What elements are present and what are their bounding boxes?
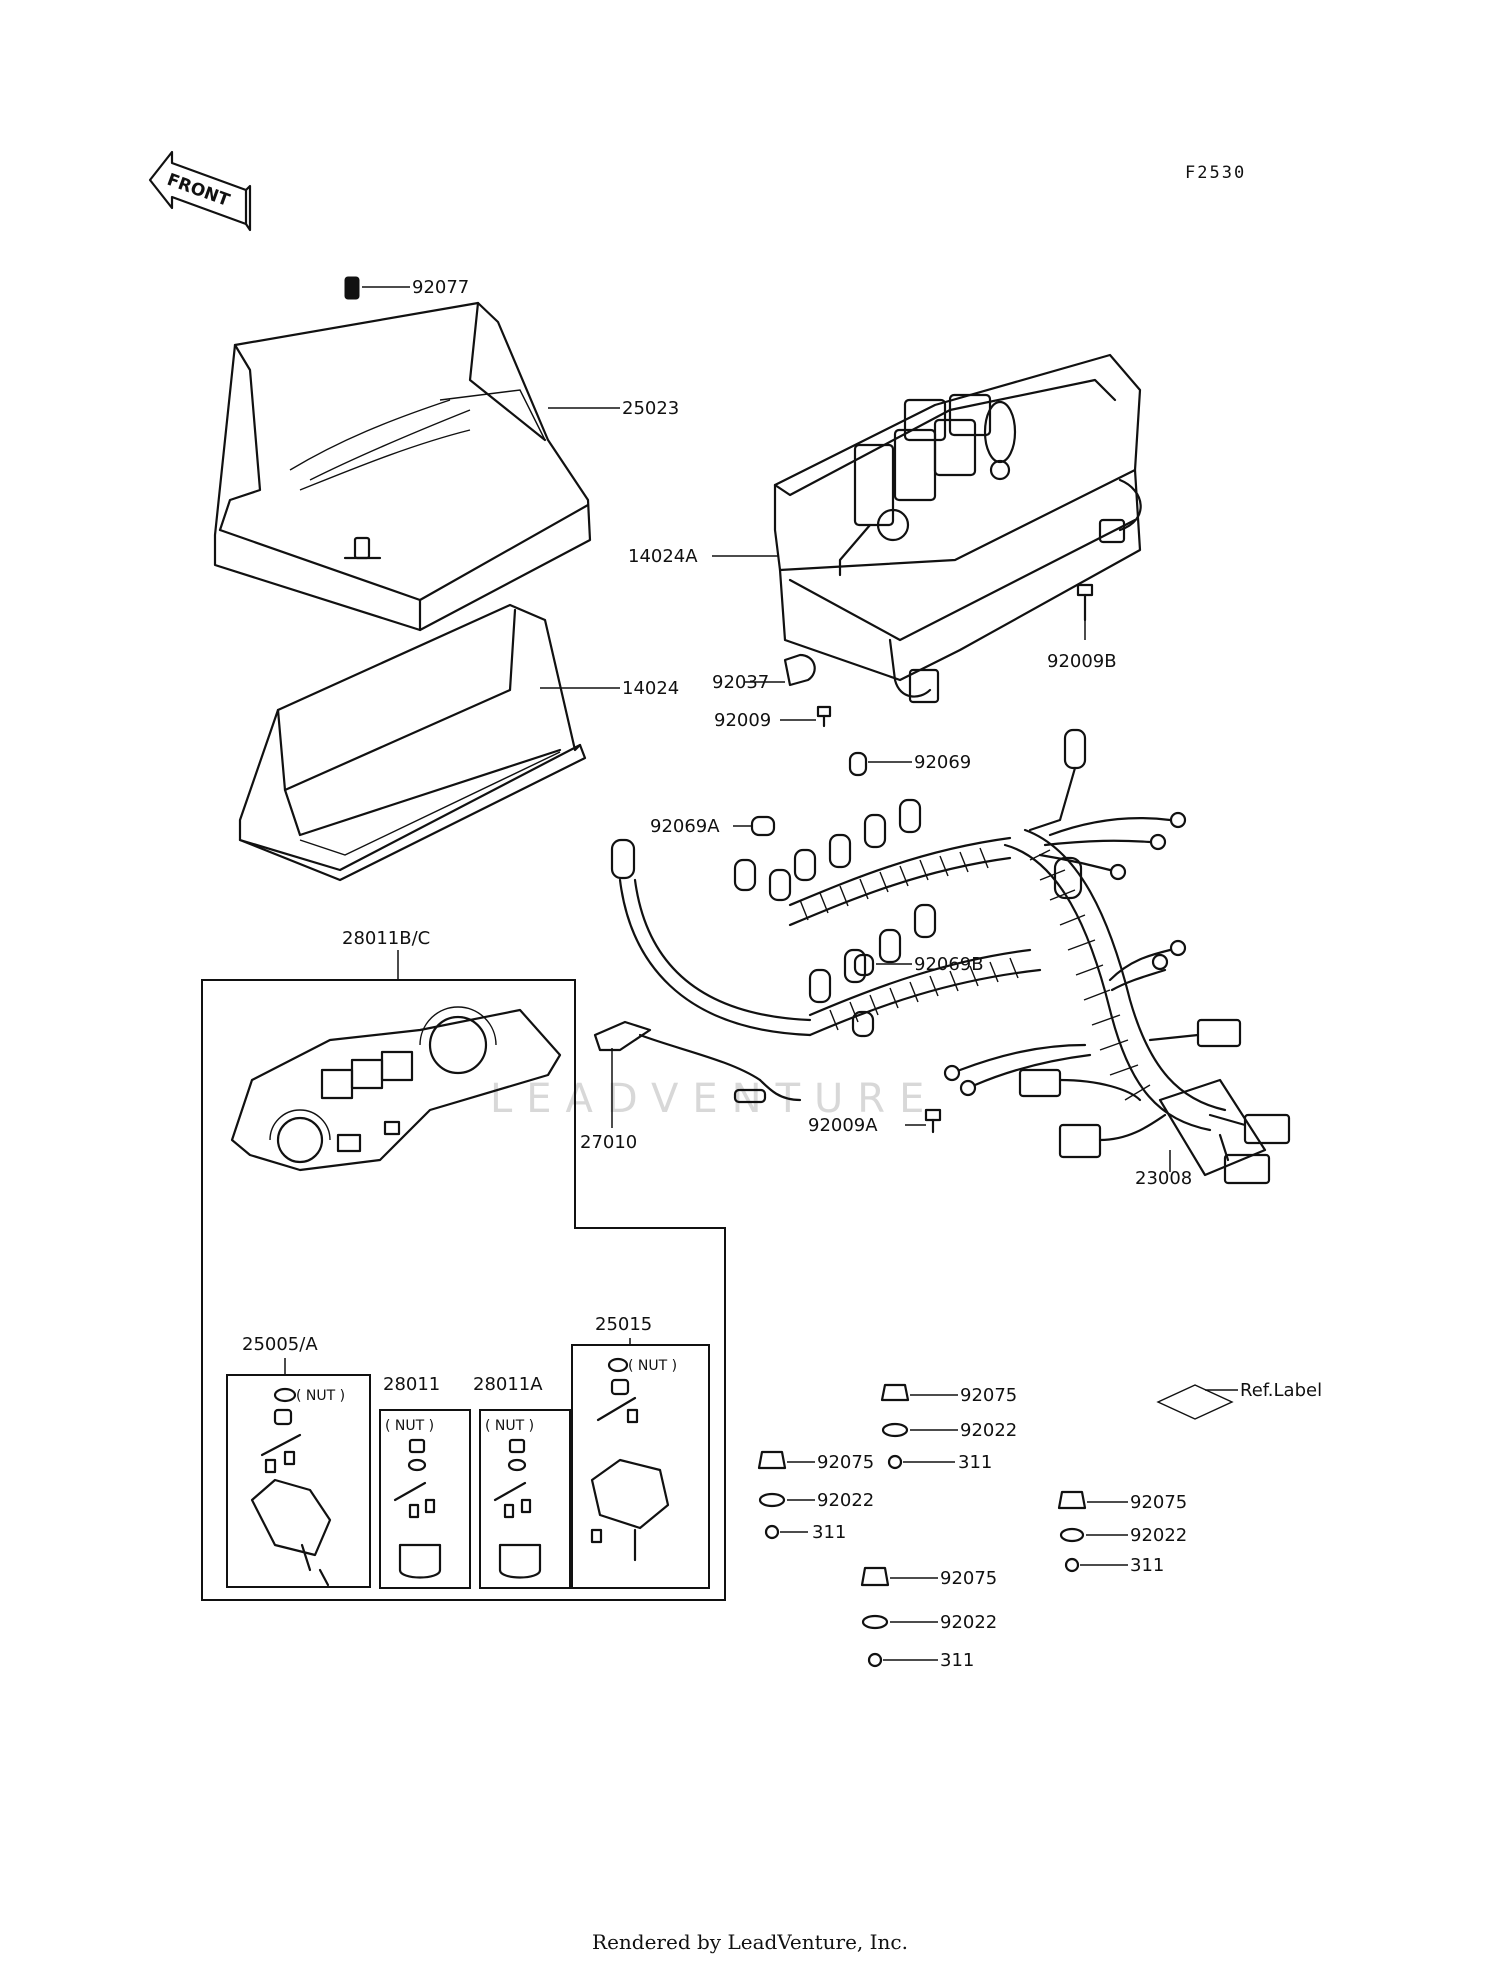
watermark-text: LEADVENTURE: [490, 1076, 938, 1122]
label-28011: 28011: [383, 1374, 440, 1395]
nut-label-28011: ( NUT ): [385, 1418, 434, 1434]
part-28011-bulb: ( NUT ): [385, 1418, 442, 1579]
hardware-group-1: 92075 92022: [880, 1383, 1017, 1441]
subbox-28011: [379, 1409, 471, 1589]
label-311-a: 311: [958, 1452, 992, 1473]
diagram-ref: F2530: [1185, 163, 1246, 183]
label-92075-a: 92075: [960, 1385, 1017, 1406]
label-25015: 25015: [595, 1314, 652, 1335]
label-92069B: 92069B: [914, 954, 984, 975]
label-28011A: 28011A: [473, 1374, 543, 1395]
label-92077: 92077: [412, 277, 469, 298]
part-28011A-bulb: ( NUT ): [485, 1418, 542, 1579]
part-92069A-cap: [750, 815, 776, 837]
part-92077-pin: [344, 276, 360, 300]
label-92022-c: 92022: [1130, 1525, 1187, 1546]
part-92009-screw: [816, 705, 832, 728]
hardware-group-3: 92075 92022 311: [1057, 1490, 1187, 1576]
label-92022-b: 92022: [817, 1490, 874, 1511]
subbox-25005A: [226, 1374, 371, 1588]
part-25005A-gauge: ( NUT ): [250, 1387, 345, 1587]
part-25023-meter-cover: [213, 301, 592, 632]
label-311-c: 311: [1130, 1555, 1164, 1576]
label-92075-b: 92075: [817, 1452, 874, 1473]
part-25015-gauge: ( NUT ): [590, 1357, 677, 1562]
part-92069B-cap: [851, 953, 875, 1038]
part-14024A-meter-housing: [773, 353, 1142, 704]
part-92037-clamp: [783, 653, 816, 687]
part-92009A-screw: [924, 1108, 942, 1134]
label-92022-d: 92022: [940, 1612, 997, 1633]
nut-label-25015: ( NUT ): [628, 1358, 677, 1374]
label-92075-c: 92075: [1130, 1492, 1187, 1513]
part-92009B-screw: [1076, 583, 1094, 622]
label-92069A: 92069A: [650, 816, 720, 837]
hardware-group-2: 92075 311 92022 311: [757, 1450, 992, 1543]
subbox-28011A: [479, 1409, 571, 1589]
part-23008-wiring-harness: [610, 728, 1291, 1185]
label-311-d: 311: [940, 1650, 974, 1671]
part-meter-panel: [230, 1006, 562, 1172]
label-92075-d: 92075: [940, 1568, 997, 1589]
nut-label-25005A: ( NUT ): [296, 1388, 345, 1404]
label-25005A: 25005/A: [242, 1334, 318, 1355]
assembly-28011BC-box: [201, 979, 726, 1601]
label-311-b: 311: [812, 1522, 846, 1543]
front-label: FRONT: [164, 170, 232, 211]
part-14024-inner-case: [238, 603, 587, 882]
subbox-25015: [571, 1344, 710, 1589]
part-92069-cap: [848, 751, 868, 777]
hardware-group-4: 92075 92022 311: [860, 1566, 997, 1671]
front-arrow-icon: FRONT: [148, 150, 252, 232]
label-14024: 14024: [622, 678, 679, 699]
ref-label-icon: [1156, 1384, 1234, 1420]
label-28011BC: 28011B/C: [342, 928, 430, 949]
nut-label-28011A: ( NUT ): [485, 1418, 534, 1434]
label-27010: 27010: [580, 1132, 637, 1153]
label-92022-a: 92022: [960, 1420, 1017, 1441]
label-ref-label: Ref.Label: [1240, 1380, 1322, 1401]
label-25023: 25023: [622, 398, 679, 419]
label-92037: 92037: [712, 672, 769, 693]
label-23008: 23008: [1135, 1168, 1192, 1189]
label-92009A: 92009A: [808, 1115, 878, 1136]
part-27010-socket: [593, 1020, 802, 1104]
label-92009B: 92009B: [1047, 651, 1117, 672]
footer-credit: Rendered by LeadVenture, Inc.: [592, 1930, 908, 1954]
label-92009: 92009: [714, 710, 771, 731]
label-92069: 92069: [914, 752, 971, 773]
label-14024A: 14024A: [628, 546, 698, 567]
